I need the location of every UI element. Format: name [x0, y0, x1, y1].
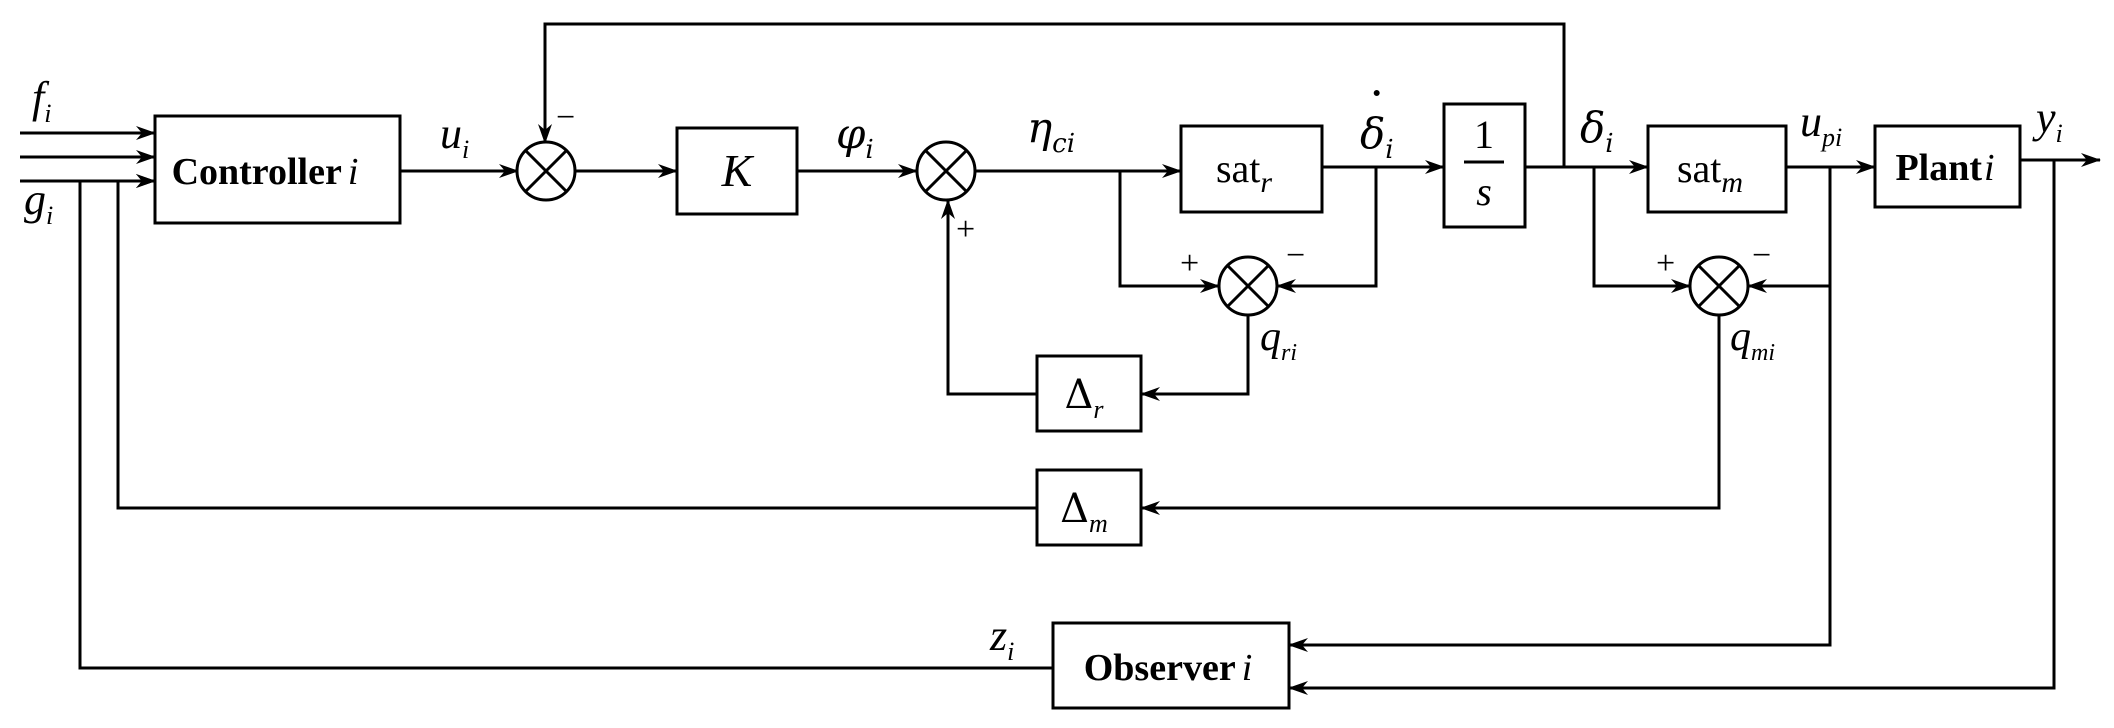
summing-junction-2	[915, 140, 977, 202]
sj3-plus-sign: +	[1180, 245, 1199, 282]
svg-text:satm: satm	[1677, 146, 1743, 199]
sat-r-label: sat	[1216, 146, 1260, 191]
plant-label: Plant	[1895, 147, 1982, 189]
gain-block: K	[675, 126, 799, 216]
sat-r-sub: r	[1260, 166, 1272, 199]
wire-z-feedback	[78, 179, 1053, 670]
signal-delta-label: δi	[1580, 103, 1614, 159]
svg-text:Δr: Δr	[1064, 372, 1104, 424]
delta-r-block: Δr	[1035, 354, 1143, 433]
signal-phi-label: φi	[836, 109, 874, 165]
signal-g-label: gi	[24, 175, 53, 230]
signal-delta-dot-mark: ˙	[1370, 82, 1383, 127]
signal-u-label: ui	[440, 109, 469, 164]
signal-delta-dot-label: δi	[1360, 109, 1394, 165]
signal-eta-label: ηci	[1027, 103, 1075, 159]
delta-r-sub: r	[1093, 395, 1104, 424]
delta-m-block: Δm	[1035, 468, 1143, 547]
wire-y-branch	[1288, 160, 2056, 695]
summing-junction-3	[1217, 255, 1279, 317]
wire-delta-branch	[1592, 167, 1691, 293]
delta-m-label: Δ	[1060, 486, 1089, 532]
wire-qr	[1140, 315, 1250, 401]
sj3-minus-sign: −	[1286, 237, 1305, 274]
wire-eta-branch	[1118, 171, 1220, 293]
sj1-minus-sign: −	[556, 99, 575, 136]
sat-m-label: sat	[1677, 146, 1721, 191]
sat-r-block: satr	[1179, 124, 1324, 214]
wire-delta-dot-branch	[1276, 167, 1378, 293]
svg-text:satr: satr	[1216, 146, 1272, 199]
sat-m-sub: m	[1721, 166, 1743, 199]
plant-block: Planti	[1873, 124, 2022, 209]
signal-qr-label: qri	[1260, 314, 1297, 366]
wire-top-feedback	[538, 22, 1566, 167]
signal-up-label: upi	[1800, 97, 1842, 152]
summing-junction-4	[1688, 255, 1750, 317]
plant-index: i	[1984, 147, 1995, 189]
delta-r-label: Δ	[1064, 372, 1093, 418]
sj2-plus-sign: +	[956, 211, 975, 248]
controller-index: i	[348, 151, 359, 193]
sj4-minus-sign: −	[1752, 237, 1771, 274]
signal-z-label: zi	[989, 611, 1014, 666]
signal-qm-label: qmi	[1730, 314, 1775, 366]
integrator-denominator: s	[1476, 169, 1492, 214]
controller-label: Controller	[172, 151, 342, 193]
svg-text:Δm: Δm	[1060, 486, 1108, 538]
wire-up-branch	[1288, 167, 1832, 652]
observer-label: Observer	[1084, 647, 1236, 689]
integrator-numerator: 1	[1474, 112, 1494, 157]
observer-index: i	[1242, 647, 1253, 689]
signal-y-label: yi	[2032, 93, 2063, 148]
gain-label: K	[721, 145, 755, 196]
sj4-plus-sign: +	[1656, 245, 1675, 282]
integrator-block: 1 s	[1442, 102, 1527, 229]
signal-f-label: fi	[32, 73, 51, 128]
summing-junction-1	[515, 140, 577, 202]
svg-text:Planti: Planti	[1895, 147, 1994, 189]
wire-qm	[1140, 315, 1721, 515]
delta-m-sub: m	[1089, 509, 1108, 538]
wires	[20, 22, 2101, 695]
sat-m-block: satm	[1646, 124, 1788, 214]
wire-delta-m-feedback	[116, 174, 1037, 510]
wire-delta-r-feedback	[941, 199, 1037, 396]
